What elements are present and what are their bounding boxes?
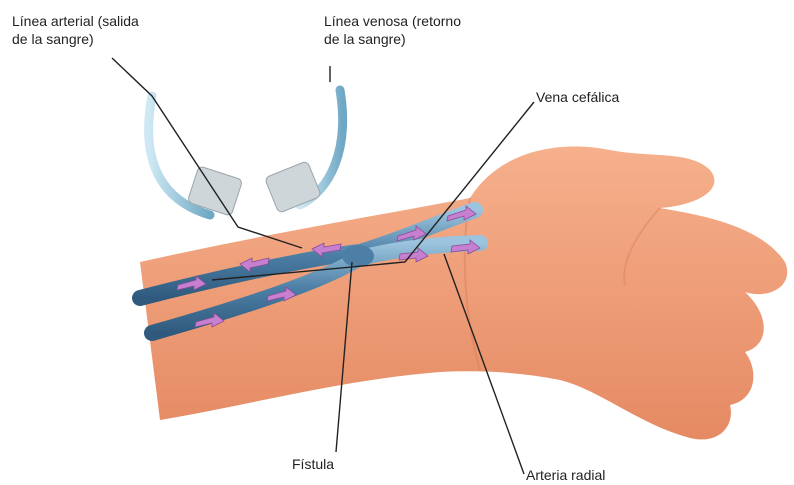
fistula-junction — [342, 245, 374, 267]
label-arteria-radial: Arteria radial — [526, 466, 605, 484]
label-fistula: Fístula — [292, 455, 334, 473]
label-linea-venosa: Línea venosa (retorno de la sangre) — [324, 12, 514, 48]
venous-clip — [265, 161, 322, 213]
leader-linea-arterial — [112, 58, 302, 248]
tubes — [149, 90, 343, 216]
label-vena-cefalica: Vena cefálica — [536, 88, 619, 106]
label-linea-arterial: Línea arterial (salida de la sangre) — [12, 12, 202, 48]
